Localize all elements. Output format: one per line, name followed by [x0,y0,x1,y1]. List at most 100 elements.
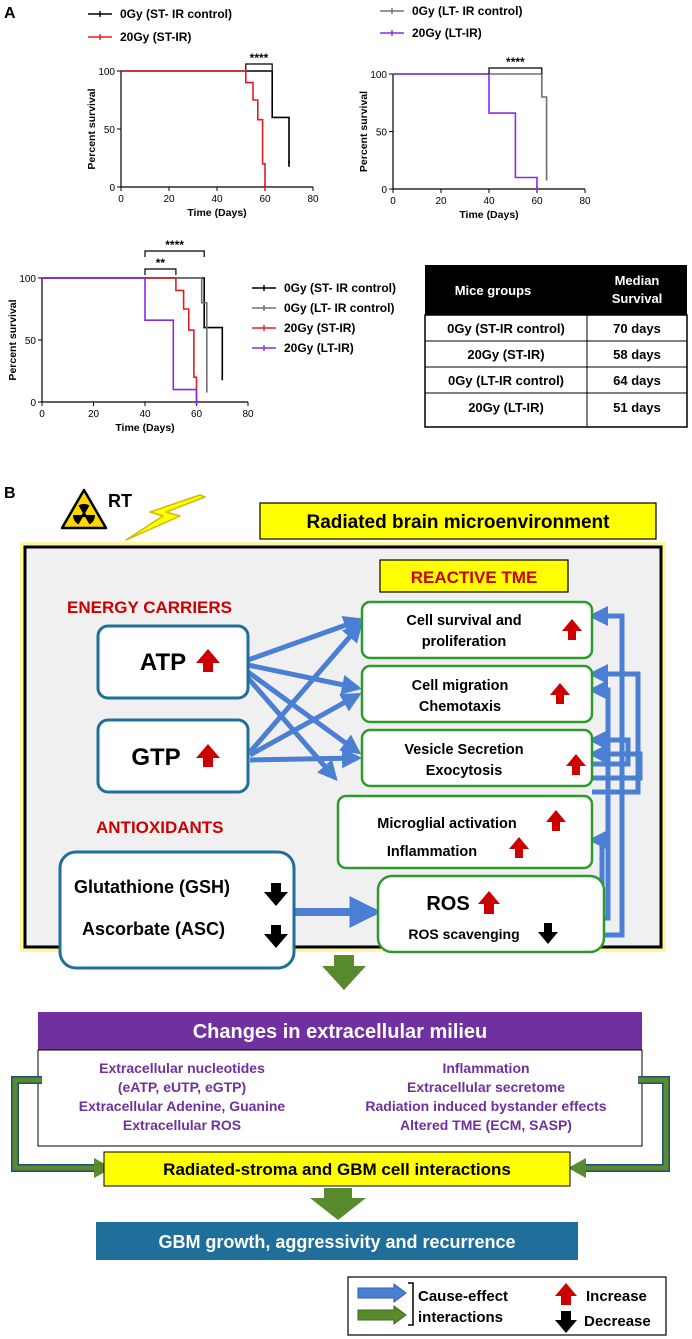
significance-label: ** [156,256,166,270]
y-tick-label: 100 [19,274,36,285]
y-tick-label: 50 [376,128,388,139]
legend-cause-2: interactions [418,1309,503,1326]
tme-box-microglial-line2: Inflammation [387,844,477,860]
tme-box-survival-line2: proliferation [422,634,507,650]
y-tick-label: 0 [381,185,387,196]
gsh-decrease-icon [264,883,288,906]
table-body [424,314,688,428]
atp-label: ATP [140,649,186,676]
asc-label: Ascorbate (ASC) [82,919,225,939]
median-survival-table: Mice groups Median Survival 0Gy (ST-IR c… [424,265,688,428]
survival-curve [121,70,266,187]
table-cell: 0Gy (ST-IR control) [447,321,565,336]
survival-curve [42,277,224,378]
legend-increase-label: Increase [586,1288,647,1305]
table-header-groups: Mice groups [455,283,532,298]
survival-curve [393,73,538,189]
asc-decrease-icon [264,925,288,948]
survival-curve [42,277,198,402]
legend-label: 20Gy (LT-IR) [284,341,354,355]
radiation-hazard-icon [60,488,108,530]
x-tick-label: 0 [39,409,45,420]
significance-bracket [488,67,543,74]
legend-label: 0Gy (LT- IR control) [284,301,394,315]
tme-box-migration-line1: Cell migration [412,678,509,694]
tme-box-migration-line2: Chemotaxis [419,699,501,715]
blue-arrows [246,615,382,928]
gtp-label: GTP [131,744,180,771]
milieu-left-1: Extracellular nucleotides [99,1060,265,1076]
title-box [259,502,657,540]
tme-box-survival [360,600,594,660]
x-tick-label: 60 [531,196,543,207]
x-axis-label: Time (Days) [187,207,246,219]
microglial-increase-icon [546,810,566,831]
milieu-header-label: Changes in extracellular milieu [193,1021,488,1043]
legend-green-arrow-icon [357,1305,407,1325]
legend-cause-1: Cause-effect [418,1288,508,1305]
gtp-increase-icon [196,744,220,767]
stroma-box [103,1151,571,1187]
atp-increase-icon [196,649,220,672]
x-axis-label: Time (Days) [459,209,518,221]
legend-blue-arrow-icon [357,1283,407,1303]
legend-label: 0Gy (ST- IR control) [284,281,396,295]
milieu-right-4: Altered TME (ECM, SASP) [400,1117,572,1133]
significance-bracket [144,250,205,257]
x-tick-label: 20 [88,409,100,420]
survival-curve [42,277,198,402]
milieu-left-3: Extracellular Adenine, Guanine [79,1098,286,1114]
y-tick-label: 100 [370,70,387,81]
survival-curve [121,70,290,164]
legend-increase-icon [555,1283,577,1305]
significance-label: **** [250,51,269,65]
inflammation-increase-icon [509,837,529,858]
stroma-label: Radiated-stroma and GBM cell interaction… [163,1160,511,1179]
table-header-median-1: Median [615,273,660,288]
table-cell: 0Gy (LT-IR control) [448,373,564,388]
reactive-tme-box [379,559,569,593]
x-axis-label: Time (Days) [115,422,174,434]
migration-increase-icon [550,683,570,704]
table-cell: 64 days [613,373,661,388]
down-arrow-icon [310,1188,366,1220]
x-tick-label: 80 [242,409,254,420]
ros-increase-icon [478,891,500,914]
tme-box-secretion [360,728,594,788]
legend-label: 20Gy (LT-IR) [412,26,482,40]
table-cell: 20Gy (ST-IR) [467,347,544,362]
ros-label: ROS [426,893,469,915]
x-tick-label: 80 [307,194,319,205]
legend-decrease-label: Decrease [584,1313,651,1330]
gtp-box [96,718,250,794]
antioxidant-box [58,850,296,970]
x-tick-label: 40 [483,196,495,207]
x-tick-label: 20 [163,194,175,205]
title-box-label: Radiated brain microenvironment [306,512,610,533]
secretion-increase-icon [566,754,586,775]
significance-bracket [245,63,273,70]
panel-b-label: B [4,485,16,502]
x-tick-label: 60 [191,409,203,420]
x-tick-label: 0 [118,194,124,205]
legend-label: 0Gy (ST- IR control) [120,7,232,21]
significance-label: **** [165,238,184,252]
gsh-label: Glutathione (GSH) [74,877,230,897]
rt-label: RT [108,491,132,511]
y-tick-label: 100 [98,67,115,78]
down-arrow-icon [322,955,366,990]
energy-carriers-label: ENERGY CARRIERS [67,598,232,617]
gbm-box [96,1222,578,1260]
y-tick-label: 50 [25,336,37,347]
atp-box [96,624,250,700]
y-axis-label: Percent survival [7,299,19,380]
table-cell: 51 days [613,400,661,415]
table-cell: 70 days [613,321,661,336]
panel-a-label: A [4,5,16,22]
x-tick-label: 20 [435,196,447,207]
legend-box [347,1276,667,1336]
